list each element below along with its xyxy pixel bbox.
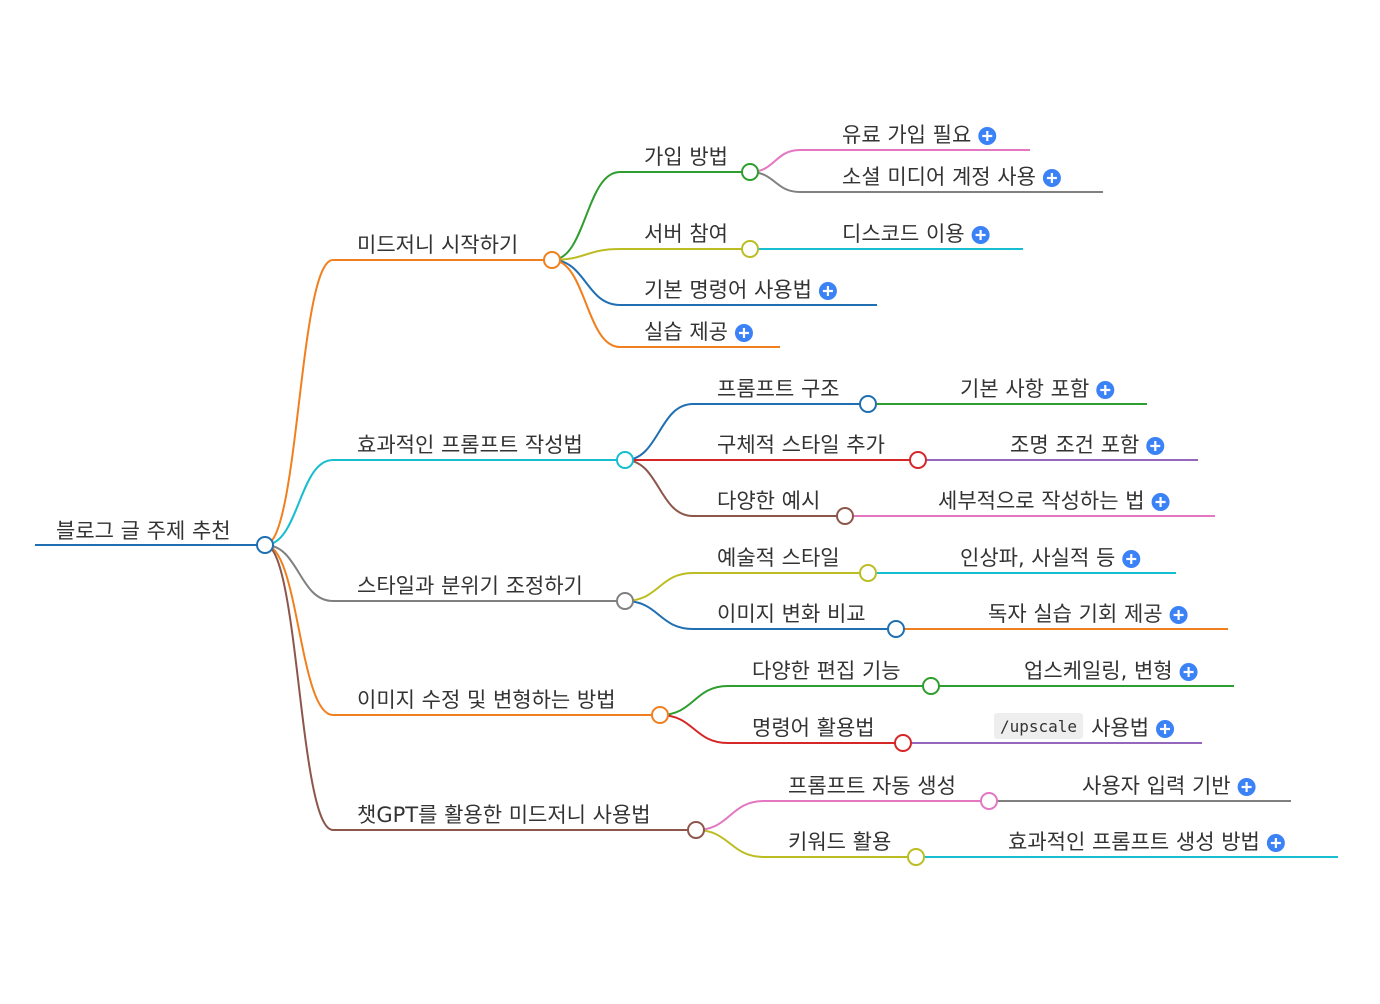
b1-node-circle[interactable] [543, 251, 561, 269]
b1-child-2-label: 기본 명령어 사용법 [644, 278, 812, 302]
b5-child-0-connector [695, 800, 765, 831]
plus-circle-icon[interactable] [1151, 493, 1170, 511]
inline-code-bg [994, 713, 1084, 739]
b1-child-1-leaf-0-label: 디스코드 이용 [842, 222, 965, 246]
plus-circle-icon[interactable] [971, 226, 990, 244]
b4-node-circle[interactable] [651, 706, 669, 724]
b3-node-circle[interactable] [616, 592, 634, 610]
b3-child-1-label: 이미지 변화 비교 [717, 602, 866, 626]
plus-circle-icon[interactable] [1146, 437, 1165, 455]
inline-code-upscale: /upscale [1000, 717, 1077, 736]
b2-child-2-label: 다양한 예시 [717, 489, 820, 513]
plus-circle-icon[interactable] [1096, 381, 1115, 399]
b3-connector [264, 544, 334, 602]
b2-child-1-label: 구체적 스타일 추가 [717, 433, 885, 457]
plus-circle-icon[interactable] [978, 127, 997, 145]
b1-child-0-leaf-1-label: 소셜 미디어 계정 사용 [842, 165, 1036, 189]
b2-child-2-leaf-0-label: 세부적으로 작성하는 법 [938, 489, 1145, 513]
b3-topic-label: 스타일과 분위기 조정하기 [357, 574, 583, 598]
b4-child-1-node-circle[interactable] [894, 734, 912, 752]
b1-child-0-label: 가입 방법 [644, 145, 728, 169]
b5-child-0-node-circle[interactable] [980, 792, 998, 810]
b1-child-2-connector [551, 259, 621, 306]
b5-child-0-label: 프롬프트 자동 생성 [788, 774, 956, 798]
b4-topic-label: 이미지 수정 및 변형하는 방법 [357, 688, 616, 712]
b2-node-circle[interactable] [616, 451, 634, 469]
b5-connector [264, 544, 334, 831]
plus-circle-icon[interactable] [734, 324, 753, 342]
b2-child-1-node-circle[interactable] [909, 451, 927, 469]
b3-child-0-node-circle[interactable] [859, 564, 877, 582]
b5-child-1-label: 키워드 활용 [788, 830, 891, 854]
b1-child-0-leaf-0-label: 유료 가입 필요 [842, 123, 971, 147]
plus-circle-icon[interactable] [1122, 550, 1141, 568]
b4-connector [264, 544, 334, 716]
b1-child-0-connector [551, 171, 621, 261]
b5-child-1-connector [695, 829, 765, 858]
b1-child-1-connector [551, 248, 621, 261]
plus-circle-icon[interactable] [1169, 606, 1188, 624]
b1-topic-label: 미드저니 시작하기 [357, 233, 518, 257]
b4-child-1-leaf-0-label: 사용법 [1091, 716, 1149, 740]
b1-child-3-connector [551, 259, 621, 348]
b3-child-1-leaf-0-label: 독자 실습 기회 제공 [988, 602, 1163, 626]
b4-child-1-connector [659, 714, 729, 744]
b5-topic-label: 챗GPT를 활용한 미드저니 사용법 [357, 803, 651, 827]
b4-child-0-connector [659, 685, 729, 716]
b5-child-1-leaf-0-label: 효과적인 프롬프트 생성 방법 [1008, 830, 1260, 854]
b4-child-0-label: 다양한 편집 기능 [752, 659, 901, 683]
plus-circle-icon[interactable] [1179, 663, 1198, 681]
b5-child-0-leaf-0-label: 사용자 입력 기반 [1082, 774, 1231, 798]
b2-topic-label: 효과적인 프롬프트 작성법 [357, 433, 583, 457]
b4-child-1-label: 명령어 활용법 [752, 716, 875, 740]
b2-child-0-connector [624, 403, 694, 461]
b3-child-1-connector [624, 600, 694, 630]
b1-child-1-label: 서버 참여 [644, 222, 728, 246]
root-node-circle[interactable] [256, 536, 274, 554]
b3-child-0-label: 예술적 스타일 [717, 546, 840, 570]
b5-node-circle[interactable] [687, 821, 705, 839]
b4-child-0-leaf-0-label: 업스케일링, 변형 [1024, 659, 1173, 683]
b3-child-0-connector [624, 572, 694, 602]
b2-child-0-label: 프롬프트 구조 [717, 377, 840, 401]
b2-child-0-node-circle[interactable] [859, 395, 877, 413]
b2-child-0-leaf-0-label: 기본 사항 포함 [960, 377, 1089, 401]
b3-child-0-leaf-0-label: 인상파, 사실적 등 [960, 546, 1115, 570]
b2-child-2-connector [624, 459, 694, 517]
plus-circle-icon[interactable] [1042, 169, 1061, 187]
b3-child-1-node-circle[interactable] [887, 620, 905, 638]
b2-child-2-node-circle[interactable] [836, 507, 854, 525]
plus-circle-icon[interactable] [1237, 778, 1256, 796]
b4-child-0-node-circle[interactable] [922, 677, 940, 695]
b1-child-3-label: 실습 제공 [644, 320, 728, 344]
b5-child-1-node-circle[interactable] [907, 848, 925, 866]
b2-connector [264, 459, 334, 546]
root-topic-label: 블로그 글 주제 추천 [56, 519, 231, 543]
plus-circle-icon[interactable] [1156, 720, 1175, 738]
b2-child-1-leaf-0-label: 조명 조건 포함 [1010, 433, 1139, 457]
plus-circle-icon[interactable] [818, 282, 837, 300]
b1-child-1-node-circle[interactable] [741, 240, 759, 258]
b1-connector [264, 259, 334, 546]
b1-child-0-node-circle[interactable] [741, 163, 759, 181]
connector-layer [35, 149, 1338, 859]
plus-circle-icon[interactable] [1266, 834, 1285, 852]
